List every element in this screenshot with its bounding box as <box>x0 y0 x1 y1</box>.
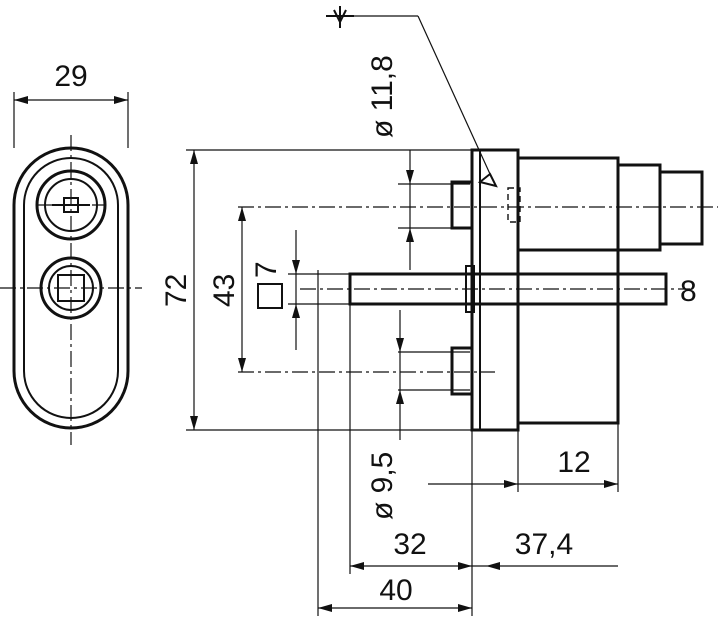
dim-9-5-label: ø 9,5 <box>366 452 399 520</box>
dim-11-8-label: ø 11,8 <box>366 55 399 138</box>
dim-8-label: 8 <box>680 275 697 308</box>
upper-stud-inner <box>507 187 521 223</box>
dim-72-label: 72 <box>160 274 193 307</box>
dim-40-arrow-left <box>318 604 332 612</box>
front-view: 29 <box>0 60 142 445</box>
main-body <box>516 156 620 425</box>
dim-7-arrow-top <box>292 260 300 274</box>
dim-12-arrow-right <box>604 480 618 488</box>
upper-stud <box>450 180 474 230</box>
dim-43-label: 43 <box>208 274 241 307</box>
flange-plate <box>470 148 520 432</box>
dim-32-arrow-right <box>458 562 472 570</box>
upper-plug-tip <box>658 170 704 246</box>
square-symbol <box>257 283 283 309</box>
dim-72-arrow-bottom <box>190 416 198 430</box>
dim-29-arrow-left <box>14 96 28 104</box>
upper-housing <box>516 156 620 252</box>
dim-7-arrow-bottom <box>292 304 300 318</box>
dim-12-label: 12 <box>557 446 590 479</box>
surface-finish-icon <box>326 6 498 188</box>
dim-37-4-arrow-left <box>486 562 500 570</box>
side-view: ø 11,8 ø 9,5 72 43 7 8 12 <box>160 6 718 616</box>
dim-12-arrow-left <box>504 480 518 488</box>
dim-11-8-arrow-bottom <box>406 228 414 242</box>
dim-43-arrow-top <box>238 207 246 221</box>
lower-stud <box>450 346 474 396</box>
dim-37-4-label: 37,4 <box>515 528 573 561</box>
dim-40-arrow-right <box>458 604 472 612</box>
dim-32-arrow-left <box>350 562 364 570</box>
dim-40-label: 40 <box>379 574 412 607</box>
dim-29-label: 29 <box>54 60 87 93</box>
dim-72-arrow-top <box>190 150 198 164</box>
dim-9-5-arrow-bottom <box>396 390 404 404</box>
dim-7-label: 7 <box>250 261 283 278</box>
dim-11-8-arrow-top <box>406 170 414 184</box>
dim-9-5-arrow-top <box>396 338 404 352</box>
dim-43-arrow-bottom <box>238 358 246 372</box>
dim-29-arrow-right <box>114 96 128 104</box>
dim-32-label: 32 <box>393 528 426 561</box>
